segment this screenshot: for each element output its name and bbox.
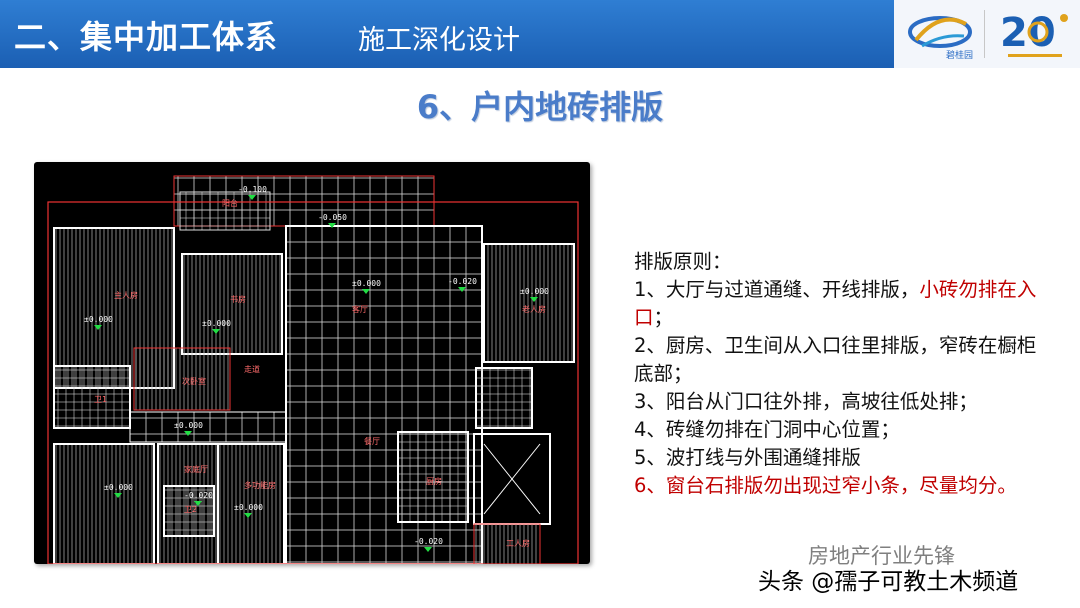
header-bar: 二、集中加工体系 施工深化设计 碧桂园 20 xyxy=(0,0,1080,68)
logo-separator xyxy=(984,10,985,58)
room-label: 次卧室 xyxy=(182,376,206,386)
room-label: 工人房 xyxy=(506,538,530,548)
slide-heading: 6、户内地砖排版 xyxy=(416,88,664,126)
level-marker-icon xyxy=(458,287,466,292)
rule-highlight: 小砖勿排在入口 xyxy=(634,278,1037,329)
rules-title: 排版原则： xyxy=(634,250,732,273)
rule-text: 2、厨房、卫生间从入口往里排版，窄砖在橱柜底部； xyxy=(634,334,1037,385)
rule-text: 1、大厅与过道通缝、开线排版， xyxy=(634,278,920,301)
logo-text: 碧桂园 xyxy=(946,49,973,61)
rule-item: 5、波打线与外围通缝排版 xyxy=(634,444,1054,472)
room-label: 餐厅 xyxy=(364,437,380,446)
level-mark: ±0.000 xyxy=(234,503,263,512)
watermark-author: 头条 @孺子可教土木频道 xyxy=(758,569,1019,595)
level-mark: ±0.000 xyxy=(174,421,203,430)
rule-item: 6、窗台石排版勿出现过窄小条，尽量均分。 xyxy=(634,472,1054,500)
room-label: 厨房 xyxy=(426,476,442,486)
rule-item: 1、大厅与过道通缝、开线排版，小砖勿排在入口； xyxy=(634,276,1054,332)
floor-plan-drawing: 阳台客厅 主人房 书房次卧室 走道卫1 餐厅 老人房厨房卫2 家庭厅多功能房工人房 -0.10… xyxy=(34,162,590,564)
level-marker-icon xyxy=(114,493,122,498)
company-logo-icon: 碧桂园 xyxy=(908,16,973,61)
level-mark: ±0.000 xyxy=(352,279,381,288)
rule-item: 4、砖缝勿排在门洞中心位置； xyxy=(634,416,1054,444)
rule-text: 3、阳台从门口往外排，高坡往低处排； xyxy=(634,390,978,413)
room-label: 多功能房 xyxy=(244,480,276,490)
watermark-publisher: 房地产行业先锋 xyxy=(808,544,955,568)
level-mark: -0.020 xyxy=(414,537,443,546)
room-label: 老人房 xyxy=(522,304,546,314)
level-marker-icon xyxy=(362,289,370,294)
level-mark: -0.020 xyxy=(184,491,213,500)
room-label: 卫2 xyxy=(184,505,197,514)
rule-tail: ； xyxy=(653,306,674,329)
level-mark: -0.050 xyxy=(318,213,347,222)
rule-item: 2、厨房、卫生间从入口往里排版，窄砖在橱柜底部； xyxy=(634,332,1054,388)
room-label: 阳台 xyxy=(222,198,238,208)
section-subtitle: 施工深化设计 xyxy=(358,25,520,56)
level-marker-icon xyxy=(424,547,432,552)
level-marker-icon xyxy=(184,431,192,436)
level-marker-icon xyxy=(530,297,538,302)
logo-area: 碧桂园 20 xyxy=(894,0,1080,68)
level-mark: -0.100 xyxy=(238,185,267,194)
level-marker-icon xyxy=(212,329,220,334)
section-title: 二、集中加工体系 xyxy=(14,18,279,56)
room-label: 书房 xyxy=(230,294,246,304)
level-marker-icon xyxy=(244,513,252,518)
rule-text: 4、砖缝勿排在门洞中心位置； xyxy=(634,418,900,441)
room-label: 客厅 xyxy=(352,304,368,314)
rule-item: 3、阳台从门口往外排，高坡往低处排； xyxy=(634,388,1054,416)
level-marker-icon xyxy=(328,223,336,228)
level-marker-icon xyxy=(248,195,256,200)
rules-list: 1、大厅与过道通缝、开线排版，小砖勿排在入口；2、厨房、卫生间从入口往里排版，窄… xyxy=(634,276,1054,500)
level-mark: ±0.000 xyxy=(104,483,133,492)
level-marker-icon xyxy=(94,325,102,330)
level-mark: -0.020 xyxy=(448,277,477,286)
rules-text: 排版原则： 1、大厅与过道通缝、开线排版，小砖勿排在入口；2、厨房、卫生间从入口… xyxy=(634,248,1054,500)
level-mark: ±0.000 xyxy=(84,315,113,324)
level-mark: ±0.000 xyxy=(520,287,549,296)
level-mark: ±0.000 xyxy=(202,319,231,328)
rule-text: 5、波打线与外围通缝排版 xyxy=(634,446,861,469)
room-label: 主人房 xyxy=(114,290,138,300)
room-label: 走道 xyxy=(244,364,260,374)
rule-highlight: 6、窗台石排版勿出现过窄小条，尽量均分。 xyxy=(634,474,1017,497)
level-marker-icon xyxy=(194,501,202,506)
anniversary-logo-icon: 20 xyxy=(1000,10,1068,57)
room-label: 家庭厅 xyxy=(184,464,208,474)
room-label: 卫1 xyxy=(94,395,107,404)
